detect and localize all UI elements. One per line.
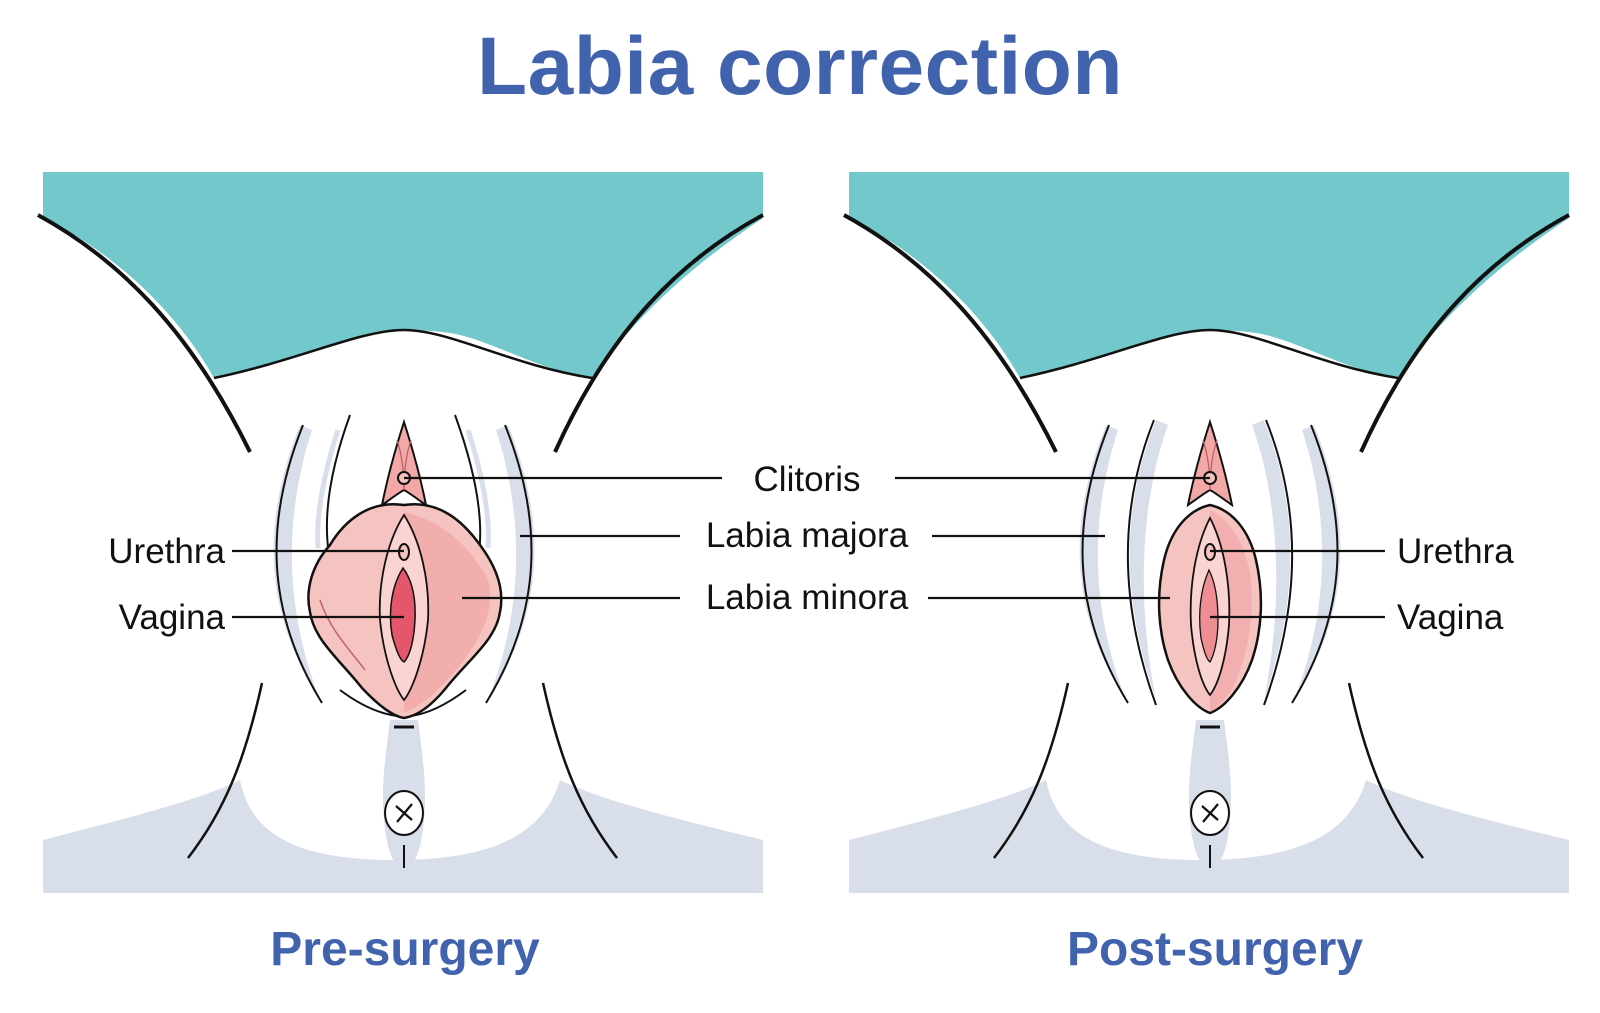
post-clitoral-hood bbox=[1186, 418, 1234, 508]
label-urethra-pre: Urethra bbox=[108, 532, 225, 571]
post-surgery-panel bbox=[842, 170, 1571, 895]
diagram-title: Labia correction bbox=[477, 21, 1123, 112]
label-clitoris: Clitoris bbox=[754, 460, 861, 499]
leader-lines bbox=[232, 476, 1385, 619]
label-vagina-post: Vagina bbox=[1397, 598, 1504, 637]
post-vagina bbox=[1199, 568, 1219, 663]
pre-vagina bbox=[389, 566, 416, 663]
label-labia-minora: Labia minora bbox=[706, 578, 909, 617]
pre-clitoral-hood bbox=[380, 418, 428, 508]
pre-surgery-panel bbox=[36, 170, 765, 895]
label-labia-majora: Labia majora bbox=[706, 516, 909, 555]
label-urethra-post: Urethra bbox=[1397, 532, 1514, 571]
label-vagina-pre: Vagina bbox=[119, 598, 226, 637]
caption-pre-surgery: Pre-surgery bbox=[270, 923, 540, 976]
caption-post-surgery: Post-surgery bbox=[1066, 923, 1364, 976]
